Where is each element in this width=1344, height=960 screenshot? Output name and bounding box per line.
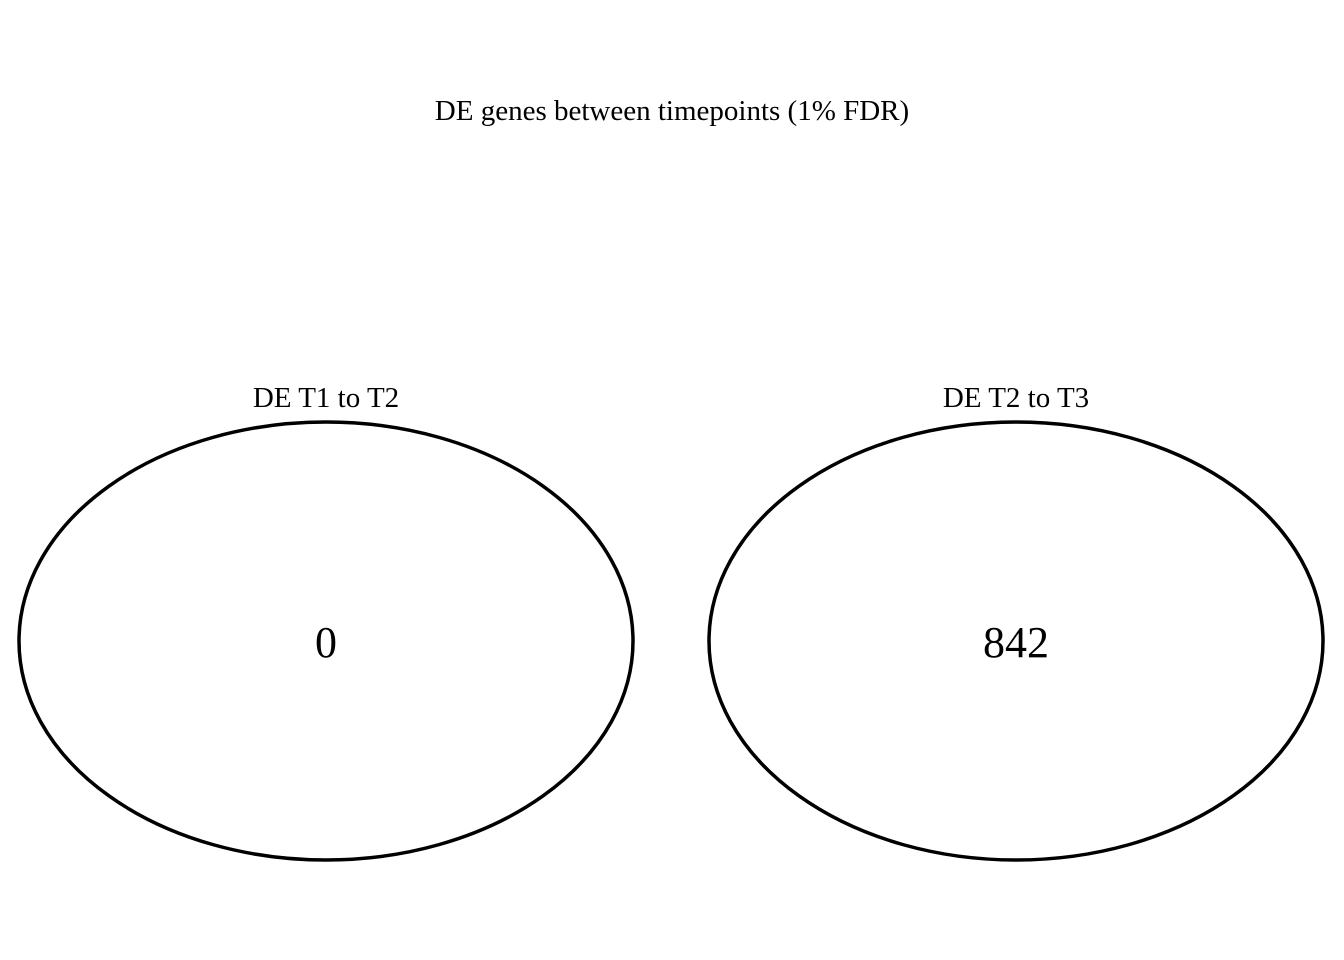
diagram-title: DE genes between timepoints (1% FDR)	[435, 95, 909, 127]
set-label-1: DE T1 to T2	[253, 382, 399, 414]
set-group-1: DE T1 to T2 0	[17, 382, 635, 862]
set-ellipse-1	[17, 420, 635, 862]
set-ellipse-2	[707, 420, 1325, 862]
set-label-2: DE T2 to T3	[943, 382, 1089, 414]
set-count-2: 842	[983, 618, 1049, 667]
set-count-1: 0	[315, 618, 337, 667]
set-group-2: DE T2 to T3 842	[707, 382, 1325, 862]
